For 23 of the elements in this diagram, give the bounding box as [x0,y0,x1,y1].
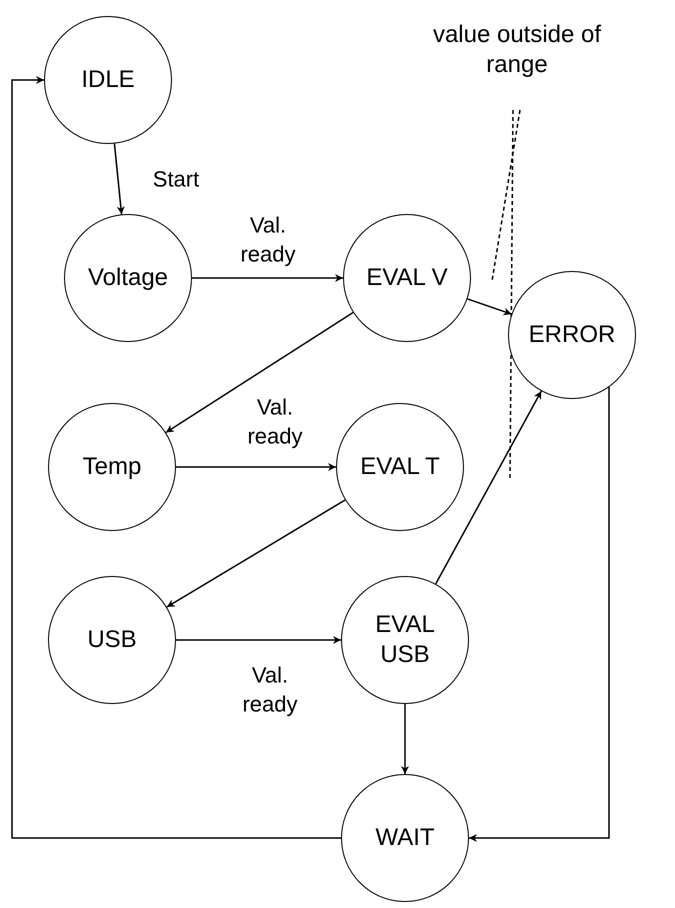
node-label: Temp [82,452,142,482]
arrow [467,298,512,316]
node-label: EVAL USB [374,610,436,670]
arrow [401,704,409,774]
arrow [192,274,343,282]
node-label: EVAL T [360,452,440,482]
node-label: USB [87,625,137,655]
arrow [176,463,336,471]
node-label: value outside of range [432,20,602,80]
arrow [435,390,542,584]
arrow [165,312,354,434]
leader-line [509,110,514,478]
arrow [166,499,346,608]
node-label: EVAL V [366,263,448,293]
leader-line [491,110,521,282]
node-label: WAIT [375,823,435,853]
node-label: ERROR [528,320,616,350]
arrow [11,76,341,839]
arrow [469,387,610,842]
arrow [176,636,341,644]
node-label: Voltage [88,263,168,293]
node-label: IDLE [81,65,135,95]
arrow [114,144,125,214]
